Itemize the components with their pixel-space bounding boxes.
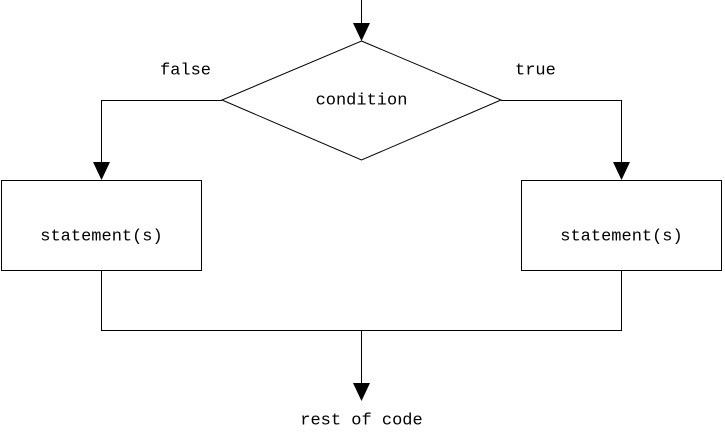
false-statement-label: statement(s) <box>40 227 162 246</box>
false-statement-box <box>1 180 202 271</box>
entry-arrowhead <box>353 23 370 41</box>
false-branch-arrowhead <box>93 162 110 180</box>
true-branch-label: true <box>515 61 556 80</box>
false-branch-line <box>101 100 222 163</box>
decision-condition-label: condition <box>316 91 408 110</box>
false-branch-label: false <box>160 61 211 80</box>
true-branch-line <box>501 100 622 163</box>
exit-label: rest of code <box>300 411 422 430</box>
true-statement-label: statement(s) <box>560 227 682 246</box>
merge-line <box>101 270 622 331</box>
true-branch-arrowhead <box>613 162 630 180</box>
exit-arrowhead <box>353 383 370 401</box>
true-statement-box <box>521 180 722 271</box>
decision-diamond <box>220 40 503 161</box>
